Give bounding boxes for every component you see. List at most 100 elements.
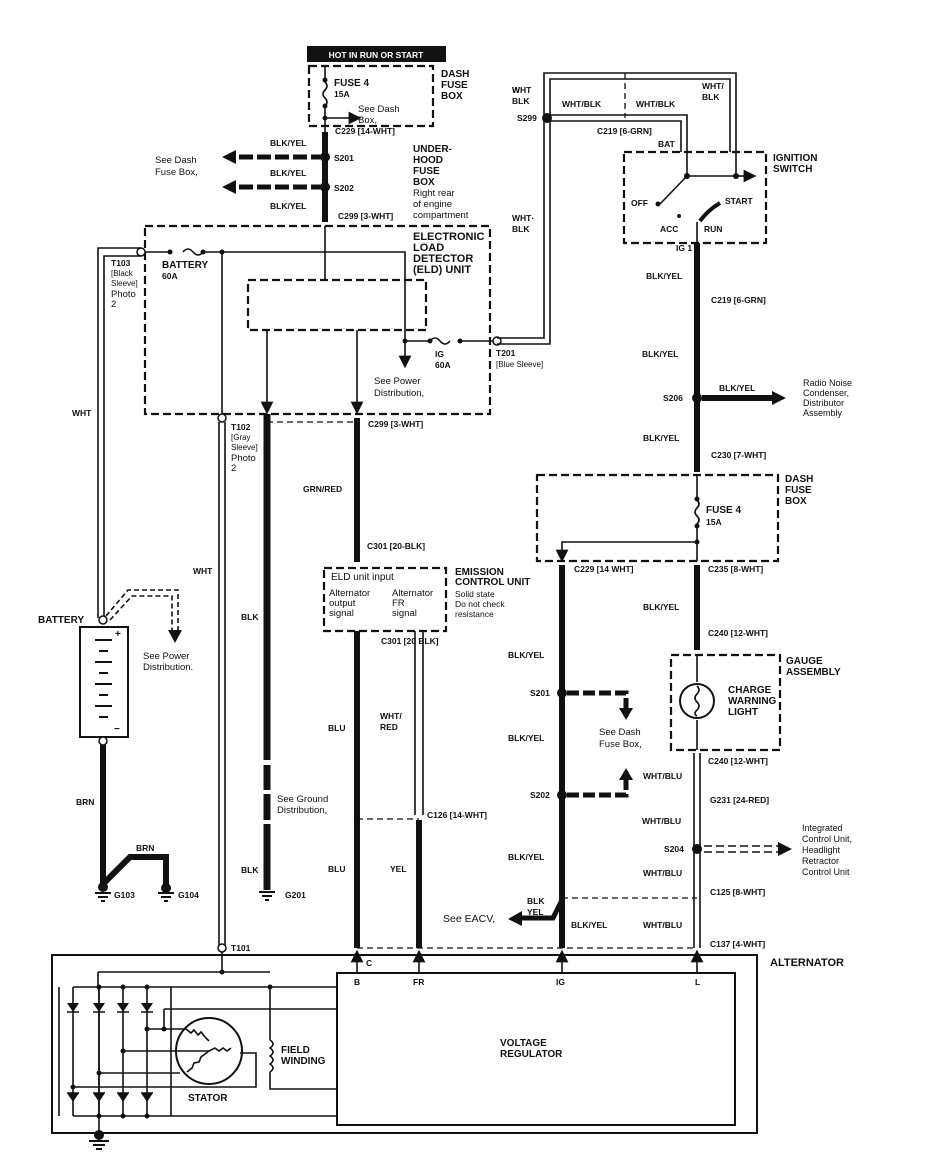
svg-text:Distribution.: Distribution.	[143, 662, 193, 673]
svg-text:LOAD: LOAD	[413, 242, 444, 254]
svg-text:HOT IN RUN OR START: HOT IN RUN OR START	[329, 50, 425, 60]
svg-text:Distribution,: Distribution,	[374, 388, 424, 399]
wire-wht-blu: C240 [12-WHT] WHT/BLU G231 [24-RED] WHT/…	[562, 753, 852, 949]
svg-text:BLK/YEL: BLK/YEL	[643, 433, 679, 443]
emission-control-unit: ELD unit input Alternator output signal …	[322, 566, 530, 633]
svg-text:C230 [7-WHT]: C230 [7-WHT]	[711, 450, 766, 460]
svg-text:15A: 15A	[706, 517, 722, 527]
svg-text:C299 [3-WHT]: C299 [3-WHT]	[368, 419, 423, 429]
svg-text:CONTROL UNIT: CONTROL UNIT	[455, 577, 530, 588]
svg-text:WHT: WHT	[512, 85, 532, 95]
svg-text:C240 [12-WHT]: C240 [12-WHT]	[708, 628, 768, 638]
svg-text:L: L	[695, 977, 700, 987]
svg-text:BRN: BRN	[76, 797, 94, 807]
svg-text:BOX: BOX	[413, 177, 435, 188]
svg-text:FUSE 4: FUSE 4	[706, 505, 741, 516]
svg-text:IG: IG	[556, 977, 565, 987]
svg-text:T103: T103	[111, 258, 131, 268]
svg-text:signal: signal	[392, 608, 417, 619]
svg-text:ELECTRONIC: ELECTRONIC	[413, 231, 485, 243]
svg-text:15A: 15A	[334, 89, 350, 99]
svg-text:RED: RED	[380, 722, 398, 732]
svg-text:T201: T201	[496, 348, 516, 358]
svg-text:Fuse Box,: Fuse Box,	[155, 167, 198, 178]
svg-text:Distribution,: Distribution,	[277, 805, 327, 816]
svg-text:S204: S204	[664, 844, 684, 854]
svg-text:DASH: DASH	[785, 474, 813, 485]
svg-text:(ELD) UNIT: (ELD) UNIT	[413, 264, 471, 276]
svg-text:C240 [12-WHT]: C240 [12-WHT]	[708, 756, 768, 766]
svg-text:[Black: [Black	[111, 269, 134, 278]
svg-text:BLK/YEL: BLK/YEL	[270, 201, 306, 211]
svg-text:See Dash: See Dash	[599, 727, 641, 738]
svg-text:S202: S202	[334, 183, 354, 193]
svg-text:See Power: See Power	[374, 376, 420, 387]
svg-text:WARNING: WARNING	[728, 696, 777, 707]
svg-text:HOOD: HOOD	[413, 155, 443, 166]
svg-text:BLK: BLK	[241, 865, 259, 875]
alternator: ALTERNATOR VOLTAGE REGULATOR C B FR IG L	[51, 949, 844, 1150]
svg-text:LIGHT: LIGHT	[728, 707, 758, 718]
wire-brn-grounds: BRN BRN G103 G104	[76, 745, 199, 902]
wire-blk-yel-top: C229 [14-WHT] BLK/YEL S201 BLK/YEL S202 …	[155, 126, 395, 222]
svg-text:S202: S202	[530, 790, 550, 800]
svg-text:FR: FR	[413, 977, 424, 987]
svg-text:BLK/YEL: BLK/YEL	[571, 920, 607, 930]
t103-label: T103 [Black Sleeve] Photo 2	[111, 258, 138, 310]
wire-wht-t102: WHT T101	[193, 422, 251, 953]
svg-text:Integrated: Integrated	[802, 823, 843, 833]
svg-text:BOX: BOX	[441, 91, 463, 102]
svg-text:BLK/YEL: BLK/YEL	[719, 383, 755, 393]
svg-text:B: B	[354, 977, 360, 987]
svg-text:WHT/: WHT/	[380, 711, 402, 721]
svg-text:DASH: DASH	[441, 69, 469, 80]
svg-text:60A: 60A	[435, 360, 451, 370]
wire-wht-blk: W WHT BLK S299 WHT/BLK WHT/BLK WHT/ BLK …	[497, 72, 737, 345]
wire-blu: BLU BLU	[328, 631, 360, 948]
svg-text:W: W	[512, 85, 521, 95]
svg-text:BLK: BLK	[512, 96, 530, 106]
svg-text:OFF: OFF	[631, 198, 648, 208]
svg-text:FIELD: FIELD	[281, 1045, 310, 1056]
svg-text:T101: T101	[231, 943, 251, 953]
svg-text:REGULATOR: REGULATOR	[500, 1049, 563, 1060]
wire-blk-yel-right: BLK/YEL C219 [6-GRN] BLK/YEL S206 BLK/YE…	[642, 243, 852, 472]
svg-text:BLK/YEL: BLK/YEL	[643, 602, 679, 612]
svg-text:resistance: resistance	[455, 609, 494, 619]
svg-text:C229 [14-WHT]: C229 [14-WHT]	[335, 126, 395, 136]
svg-text:CHARGE: CHARGE	[728, 685, 772, 696]
svg-text:Control Unit: Control Unit	[802, 867, 850, 877]
svg-text:BATTERY: BATTERY	[38, 615, 84, 626]
dash-fuse-box-right: FUSE 4 15A DASH FUSE BOX C229 [14 WHT] C…	[535, 473, 813, 574]
svg-text:IG: IG	[435, 349, 444, 359]
svg-text:C235 [8-WHT]: C235 [8-WHT]	[708, 564, 763, 574]
svg-text:IGNITION: IGNITION	[773, 153, 817, 164]
svg-text:WHT: WHT	[72, 408, 92, 418]
svg-text:GAUGE: GAUGE	[786, 656, 823, 667]
svg-text:BLK: BLK	[512, 224, 530, 234]
svg-text:VOLTAGE: VOLTAGE	[500, 1038, 547, 1049]
gauge-assembly: CHARGE WARNING LIGHT GAUGE ASSEMBLY	[669, 653, 841, 752]
svg-text:C301 [20 BLK]: C301 [20 BLK]	[381, 636, 439, 646]
svg-text:DETECTOR: DETECTOR	[413, 253, 473, 265]
svg-text:BLK/YEL: BLK/YEL	[508, 852, 544, 862]
svg-text:Retractor: Retractor	[802, 856, 839, 866]
svg-text:See Power: See Power	[143, 651, 189, 662]
svg-text:BRN: BRN	[136, 843, 154, 853]
svg-text:compartment: compartment	[413, 210, 469, 221]
svg-text:Assembly: Assembly	[803, 408, 843, 418]
svg-text:RUN: RUN	[704, 224, 722, 234]
svg-text:ALTERNATOR: ALTERNATOR	[770, 957, 844, 969]
svg-text:BLK/YEL: BLK/YEL	[642, 349, 678, 359]
svg-text:C137 [4-WHT]: C137 [4-WHT]	[710, 939, 765, 949]
svg-text:See Dash: See Dash	[155, 155, 197, 166]
svg-text:G201: G201	[285, 890, 306, 900]
svg-text:FUSE: FUSE	[785, 485, 812, 496]
svg-text:C299 [3-WHT]: C299 [3-WHT]	[338, 211, 393, 221]
wire-blk-g201: BLK See Ground Distribution, BLK G201	[241, 414, 328, 901]
svg-text:S299: S299	[517, 113, 537, 123]
svg-text:Sleeve]: Sleeve]	[111, 279, 138, 288]
svg-text:See EACV,: See EACV,	[443, 913, 495, 925]
underhood-fuse-box-label: UNDER- HOOD FUSE BOX Right rear of engin…	[413, 144, 469, 221]
